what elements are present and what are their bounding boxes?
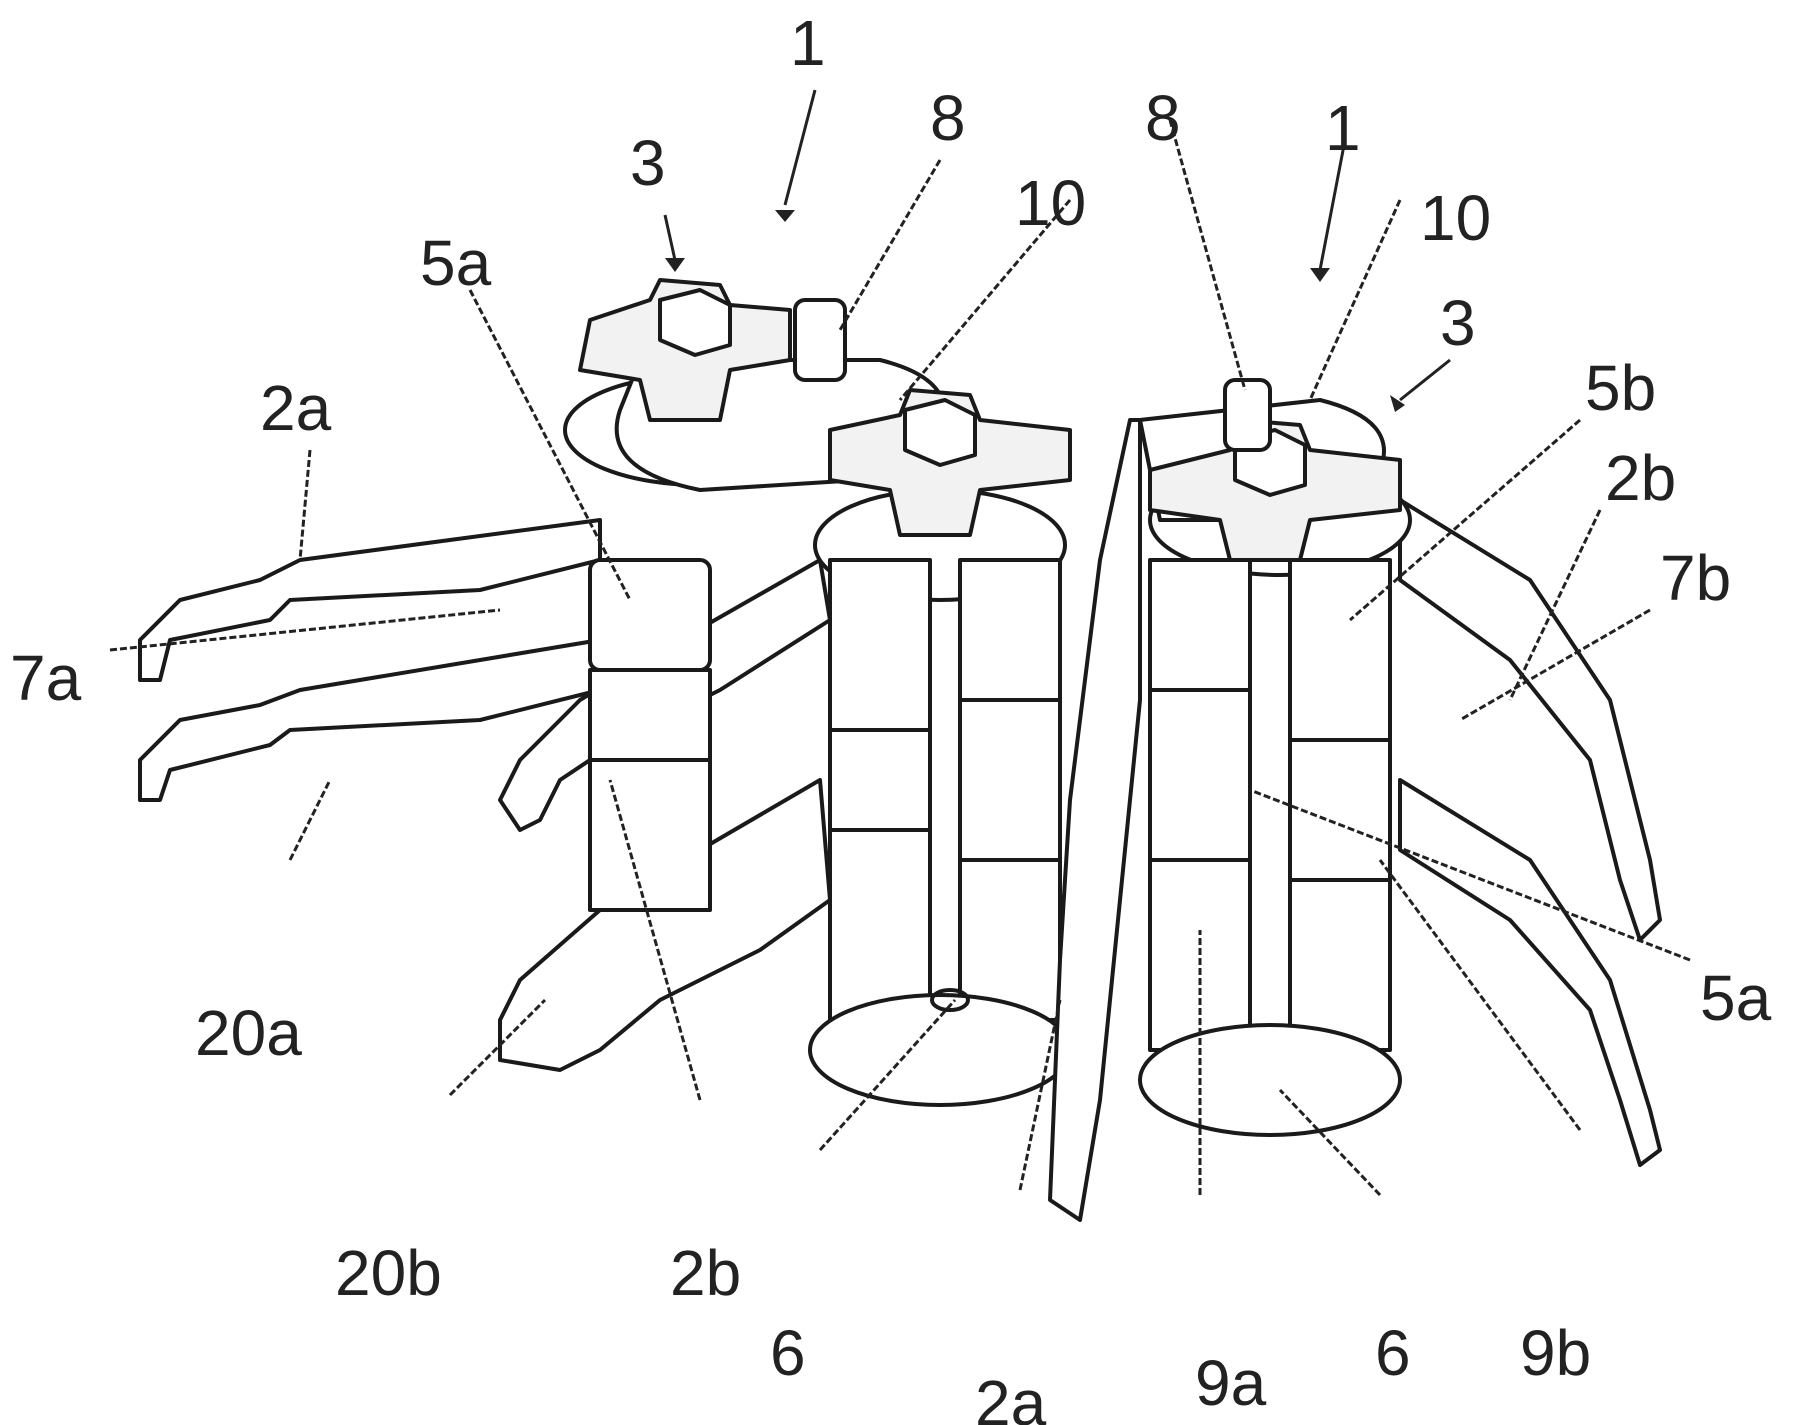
label-2a-bottom: 2a: [975, 1367, 1047, 1425]
label-3-left: 3: [630, 127, 666, 199]
right-assembly: [1138, 378, 1662, 1167]
reference-arrows: [663, 89, 1451, 412]
hole-6-left: [930, 988, 970, 1012]
stud-8-left: [793, 298, 847, 382]
center-assembly: [808, 388, 1142, 1222]
roller-left-low: [588, 758, 712, 912]
roller-center-left: [828, 558, 932, 1022]
label-5a-left: 5a: [420, 227, 492, 299]
label-9a: 9a: [1195, 1347, 1267, 1419]
leader-lines: [109, 119, 1691, 1197]
label-8-left: 8: [930, 82, 966, 154]
label-7a: 7a: [10, 642, 82, 714]
arm-20a: [138, 638, 602, 802]
roller-left-mid: [588, 668, 712, 762]
label-9b: 9b: [1520, 1317, 1591, 1389]
label-6-left: 6: [770, 1317, 806, 1389]
label-3-right: 3: [1440, 287, 1476, 359]
disc-bottom-right: [1138, 1023, 1402, 1137]
roller-center-right: [958, 558, 1062, 1022]
label-10-left: 10: [1015, 167, 1086, 239]
label-5b: 5b: [1585, 352, 1656, 424]
label-10-right: 10: [1420, 182, 1491, 254]
label-2b-right: 2b: [1605, 442, 1676, 514]
reference-labels: 1 1 3 3 8 8 10 10 5a 5a 5b 2a 2a 2b 2b 7…: [10, 7, 1772, 1425]
label-6-right: 6: [1375, 1317, 1411, 1389]
hex-bolt-left: [658, 288, 732, 357]
label-2b-bottom: 2b: [670, 1237, 741, 1309]
label-5a-right: 5a: [1700, 962, 1772, 1034]
hex-bolt-center: [903, 398, 977, 467]
label-1-right: 1: [1325, 92, 1361, 164]
roller-9b: [1288, 558, 1392, 1052]
label-8-right: 8: [1145, 82, 1181, 154]
label-1-left: 1: [790, 7, 826, 79]
arm-right-lower: [1398, 778, 1662, 1167]
arm-2a-upper-left: [138, 518, 602, 682]
stud-8-right: [1223, 378, 1272, 452]
label-2a-left: 2a: [260, 372, 332, 444]
roller-5a-left: [588, 558, 712, 672]
roller-9a: [1148, 558, 1252, 1052]
label-7b: 7b: [1660, 542, 1731, 614]
label-20a: 20a: [195, 997, 302, 1069]
label-20b: 20b: [335, 1237, 442, 1309]
disc-bottom-center: [808, 993, 1072, 1107]
arm-2a-center: [1048, 418, 1142, 1222]
